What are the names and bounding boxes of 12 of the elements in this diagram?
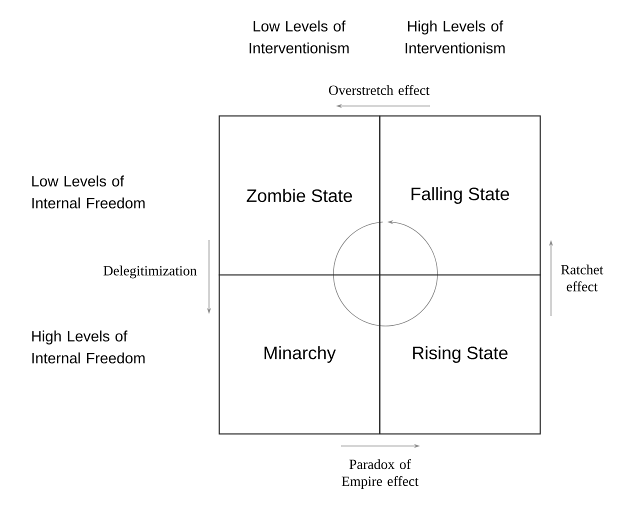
axis-label: Delegitimization <box>104 266 197 278</box>
axis-label: Ratchet effect <box>561 264 604 292</box>
quadrant-box: Minarchy <box>218 274 380 435</box>
axis-label: Low Levels of Internal Freedom <box>32 176 145 208</box>
quadrant-box: Rising State <box>379 274 541 435</box>
axis-label: High Levels of Interventionism <box>406 20 505 54</box>
axis-label: High Levels of Internal Freedom <box>32 330 145 364</box>
axis-label: Overstretch effect <box>328 85 430 95</box>
axis-label: Paradox of Empire effect <box>342 459 419 489</box>
quadrant-box: Falling State <box>379 115 541 276</box>
quadrant-box: Zombie State <box>218 115 380 276</box>
axis-label: Low Levels of Interventionism <box>250 20 349 54</box>
